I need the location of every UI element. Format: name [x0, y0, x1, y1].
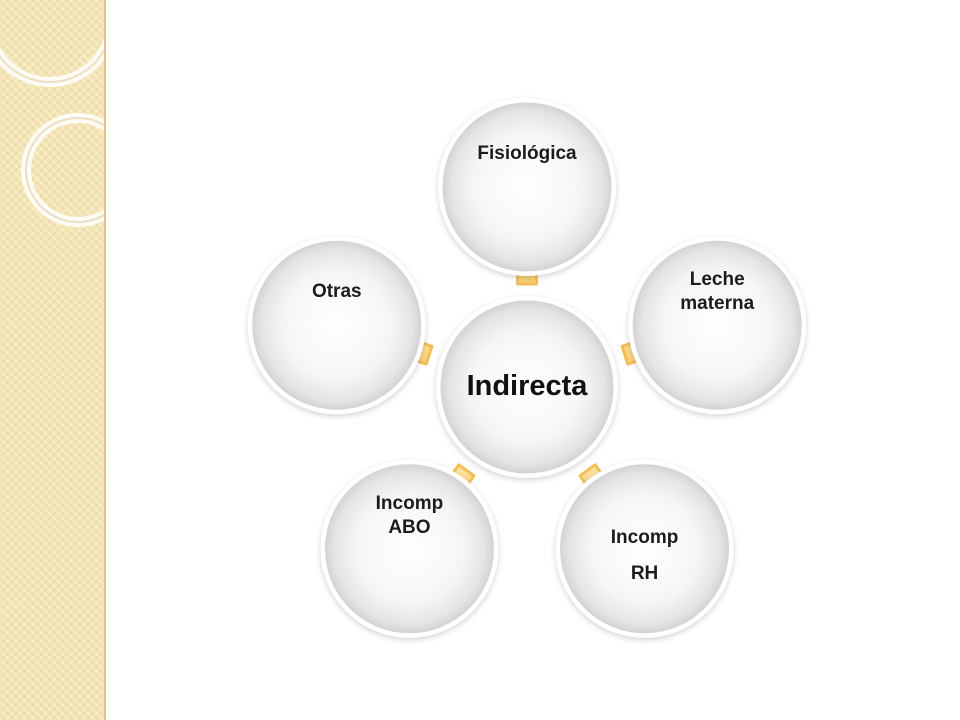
node-label-otras-0: Otras — [312, 281, 362, 302]
node-fisiologica: Fisiológica — [438, 98, 616, 276]
node-leche-materna: Leche materna — [628, 236, 807, 415]
node-label-incomp-abo-0: Incomp — [376, 493, 444, 514]
node-label-leche-materna-0: Leche — [690, 269, 745, 290]
node-label-fisiologica-0: Fisiológica — [477, 143, 577, 164]
decorative-rings — [0, 0, 104, 227]
center-label: Indirecta — [467, 370, 589, 402]
center-node: Indirecta — [436, 296, 618, 478]
node-otras: Otras — [247, 236, 426, 415]
node-label-leche-materna-1: materna — [680, 293, 754, 314]
node-label-incomp-rh-0: Incomp — [611, 527, 679, 548]
node-label-incomp-rh-1: RH — [631, 563, 658, 584]
node-label-incomp-abo-1: ABO — [388, 517, 430, 538]
